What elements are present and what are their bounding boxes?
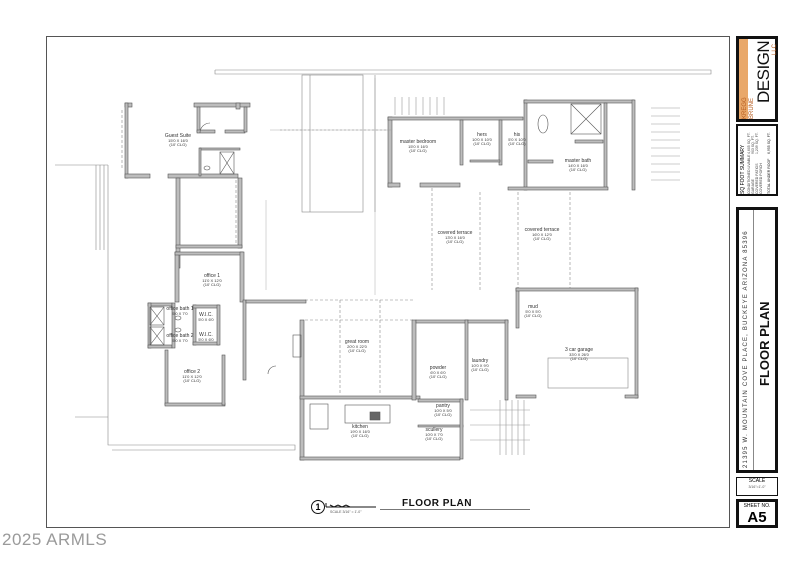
room-wic-1: W.I.C.5'0 X 6'0 — [198, 312, 214, 322]
title-block-divider — [753, 210, 754, 470]
copyright-watermark: 2025 ARMLS — [2, 530, 108, 549]
firm-name-top: KREGG — [742, 97, 748, 119]
logo-accent-bar — [739, 39, 748, 119]
title-underline — [380, 509, 530, 510]
sheet-no: A5 — [747, 509, 767, 526]
detail-number: 1 — [311, 500, 325, 514]
drawing-sheet-border — [46, 36, 730, 528]
plan-title: FLOOR PLAN — [402, 498, 472, 509]
sheet-number-block: SHEET NO. A5 — [736, 499, 778, 528]
sq-total-value: 6,955 SQ. FT. — [767, 132, 771, 154]
project-address: 21395 W. MOUNTAIN COVE PLACE, BUCKEYE AR… — [743, 230, 749, 468]
sheet-drawing-title: FLOOR PLAN — [757, 301, 772, 387]
plan-scale-note: SCALE 3/16" = 1'-0" — [330, 510, 362, 514]
sq-total-label: TOTAL UNDER ROOF — [767, 158, 771, 194]
room-wic-2: W.I.C.5'0 X 6'0 — [198, 332, 214, 342]
sheet-title-block: 21395 W. MOUNTAIN COVE PLACE, BUCKEYE AR… — [736, 207, 778, 473]
scale-value: 3/16"=1'-0" — [748, 485, 766, 489]
sq-foot-summary-block: SQ FOOT SUMMARY CONDITIONED LIVABLE GARA… — [736, 124, 778, 196]
firm-suffix: LLC — [772, 43, 778, 55]
firm-design-wordmark: DESIGN — [754, 40, 773, 103]
sq-row-label-4: COVERED PORCH — [759, 163, 763, 194]
firm-logo-block: KREGG BRUNE DESIGN LLC — [736, 36, 778, 122]
sq-foot-title: SQ FOOT SUMMARY — [740, 144, 746, 194]
sq-row-value-3: 1,239 SQ. FT. — [755, 132, 759, 154]
scale-label: SCALE — [748, 478, 766, 484]
scale-block: SCALE 3/16"=1'-0" — [736, 477, 778, 496]
sheet-no-label: SHEET NO. — [743, 503, 771, 509]
